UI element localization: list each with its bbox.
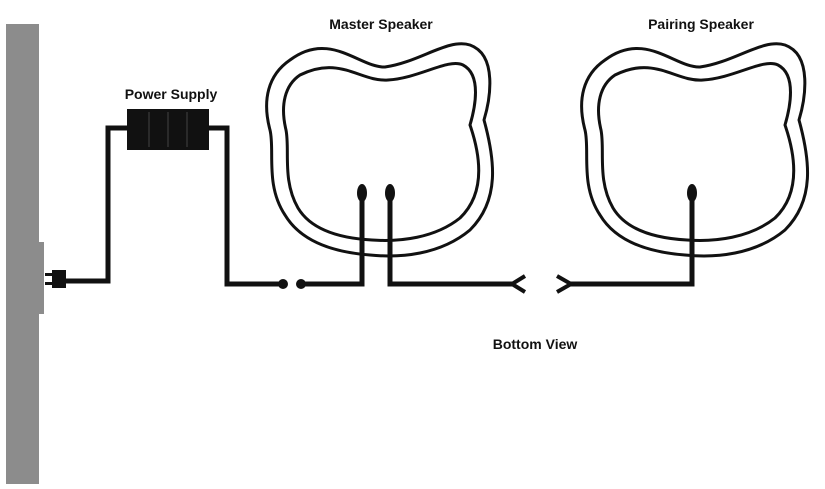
pairing-link-cable [568, 198, 695, 287]
power-supply-label: Power Supply [124, 86, 218, 102]
master-link-jack [385, 184, 395, 202]
dc-plug-left [278, 279, 288, 289]
power-cord-wall [66, 125, 128, 284]
pairing-speaker-outline [580, 42, 810, 258]
pairing-link-jack [687, 184, 697, 202]
bottom-view-label: Bottom View [492, 336, 578, 352]
power-cord-output [206, 125, 283, 287]
pairing-speaker-label: Pairing Speaker [648, 16, 754, 32]
wall [6, 24, 39, 484]
power-supply-brick [127, 109, 209, 150]
wall-outlet [38, 242, 44, 314]
master-speaker-outline [265, 42, 495, 258]
master-power-jack [357, 184, 367, 202]
wall-plug [45, 270, 66, 288]
master-speaker-label: Master Speaker [329, 16, 433, 32]
master-power-cable [301, 198, 365, 287]
master-link-cable [387, 198, 515, 287]
cable-break-right-chevron [556, 274, 576, 294]
cable-break-left-chevron [508, 274, 527, 294]
